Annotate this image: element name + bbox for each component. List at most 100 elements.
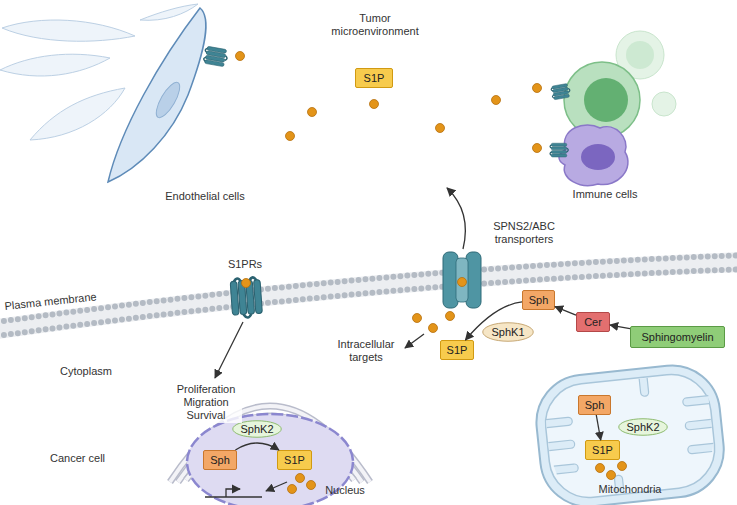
endothelial-cell (140, 4, 198, 20)
node-text: S1P (592, 445, 613, 456)
endothelial-cell (30, 88, 125, 140)
sph-box: Sph (203, 450, 237, 470)
text-label: Immune cells (560, 188, 650, 201)
text-label: Cancer cell (50, 452, 130, 465)
crista (687, 443, 714, 454)
lipid-heads (0, 269, 737, 337)
s1p-molecule (533, 84, 542, 93)
cell-nucleus (626, 41, 654, 69)
enzyme-ellipse: SphK2 (232, 420, 282, 438)
s1p-molecule (446, 312, 455, 321)
sph-box: Sph (578, 395, 611, 415)
dna-line (205, 496, 262, 498)
receptor-symbol (203, 46, 229, 67)
s1p-molecule (533, 144, 542, 153)
s1p-box: S1P (355, 68, 393, 88)
inner-membrane (542, 371, 719, 502)
crista (546, 417, 573, 428)
enzyme-outline (233, 421, 282, 438)
s1p-molecule (618, 462, 627, 471)
target-arrow (405, 334, 424, 348)
immune-cell (652, 92, 676, 116)
node-text: Sph (529, 295, 549, 306)
s1p-molecule (429, 324, 438, 333)
sph-box: Sph (522, 290, 555, 310)
cer-box: Cer (576, 312, 610, 332)
node-text: S1P (447, 345, 468, 356)
node-text: Sph (210, 455, 230, 466)
crista (548, 440, 575, 451)
endothelial-cell (0, 54, 110, 76)
node-heading: Nucleus (317, 484, 373, 497)
receptor-symbol (550, 143, 568, 157)
pathway-arrow (555, 307, 576, 315)
receptor-symbol (551, 83, 571, 100)
export-arrow (447, 188, 465, 249)
lipid-heads (0, 255, 737, 323)
nucleus: NucleusSphK2SphS1P (185, 412, 355, 505)
s1p-molecule (370, 100, 379, 109)
receptor-symbol (230, 277, 263, 319)
mitochondrion-body (532, 361, 729, 505)
s1p-box: S1P (277, 450, 312, 470)
endothelial-cell (108, 8, 206, 182)
transporter-symbol (456, 258, 468, 302)
enzyme-ellipse: SphK1 (482, 322, 534, 342)
signal-arrow (215, 322, 243, 378)
macrophage (559, 125, 628, 186)
enzyme-ellipse: SphK2 (618, 418, 668, 436)
node-text: S1P (284, 455, 305, 466)
cell-nucleus (152, 79, 184, 121)
s1p-molecule (236, 52, 245, 61)
s1p-molecule (492, 96, 501, 105)
text-label: Proliferation Migration Survival (170, 383, 242, 423)
node-text: SphK2 (626, 422, 659, 433)
s1p-molecule (607, 471, 616, 480)
node-text: Cer (584, 317, 602, 328)
enzyme-outline (619, 419, 668, 436)
crista (682, 396, 709, 407)
s1p-molecule (308, 108, 317, 117)
pathway-arrow (610, 325, 630, 329)
crista (639, 378, 649, 397)
node-text: SphK2 (240, 424, 273, 435)
text-label: Tumor microenvironment (325, 12, 425, 38)
crista (554, 464, 579, 474)
s1p-box: S1P (440, 340, 474, 360)
s1p-molecule (288, 485, 297, 494)
pathway-arrow (596, 415, 600, 440)
s1p-molecule (307, 481, 316, 490)
text-label: S1PRs (222, 258, 268, 271)
text-label: Intracellular targets (330, 338, 402, 364)
outer-membrane (532, 361, 729, 505)
text-label: Cytoplasm (60, 365, 140, 378)
promoter-symbol (226, 489, 240, 497)
node-text: Sph (585, 400, 605, 411)
node-text: SphK1 (491, 327, 524, 338)
crista (685, 419, 712, 430)
s1p-box: S1P (585, 440, 620, 460)
text-label: Endothelial cells (150, 190, 260, 203)
pathway-arrow (235, 443, 278, 450)
s1p-molecule (296, 474, 305, 483)
s1p-molecule (286, 132, 295, 141)
s1p-molecule (413, 314, 422, 323)
s1p-molecule (436, 124, 445, 133)
s1p-molecule (458, 278, 467, 287)
endothelial-cell (2, 20, 135, 41)
node-heading: Mitochondria (575, 483, 685, 496)
node-text: S1P (364, 73, 385, 84)
gene-arrow (266, 482, 287, 491)
cell-nucleus (584, 78, 628, 122)
enzyme-outline (483, 323, 534, 342)
node-text: Sphingomyelin (641, 332, 713, 343)
sphingomyelin-box: Sphingomyelin (630, 326, 725, 348)
text-label: SPNS2/ABC transporters (478, 220, 570, 246)
cell-nucleus (581, 144, 615, 170)
pathway-arrow (465, 302, 522, 340)
s1p-molecule (596, 464, 605, 473)
mitochondrion: Mitochondria SphSphK2S1P (535, 366, 725, 505)
s1p-molecule (242, 279, 251, 288)
